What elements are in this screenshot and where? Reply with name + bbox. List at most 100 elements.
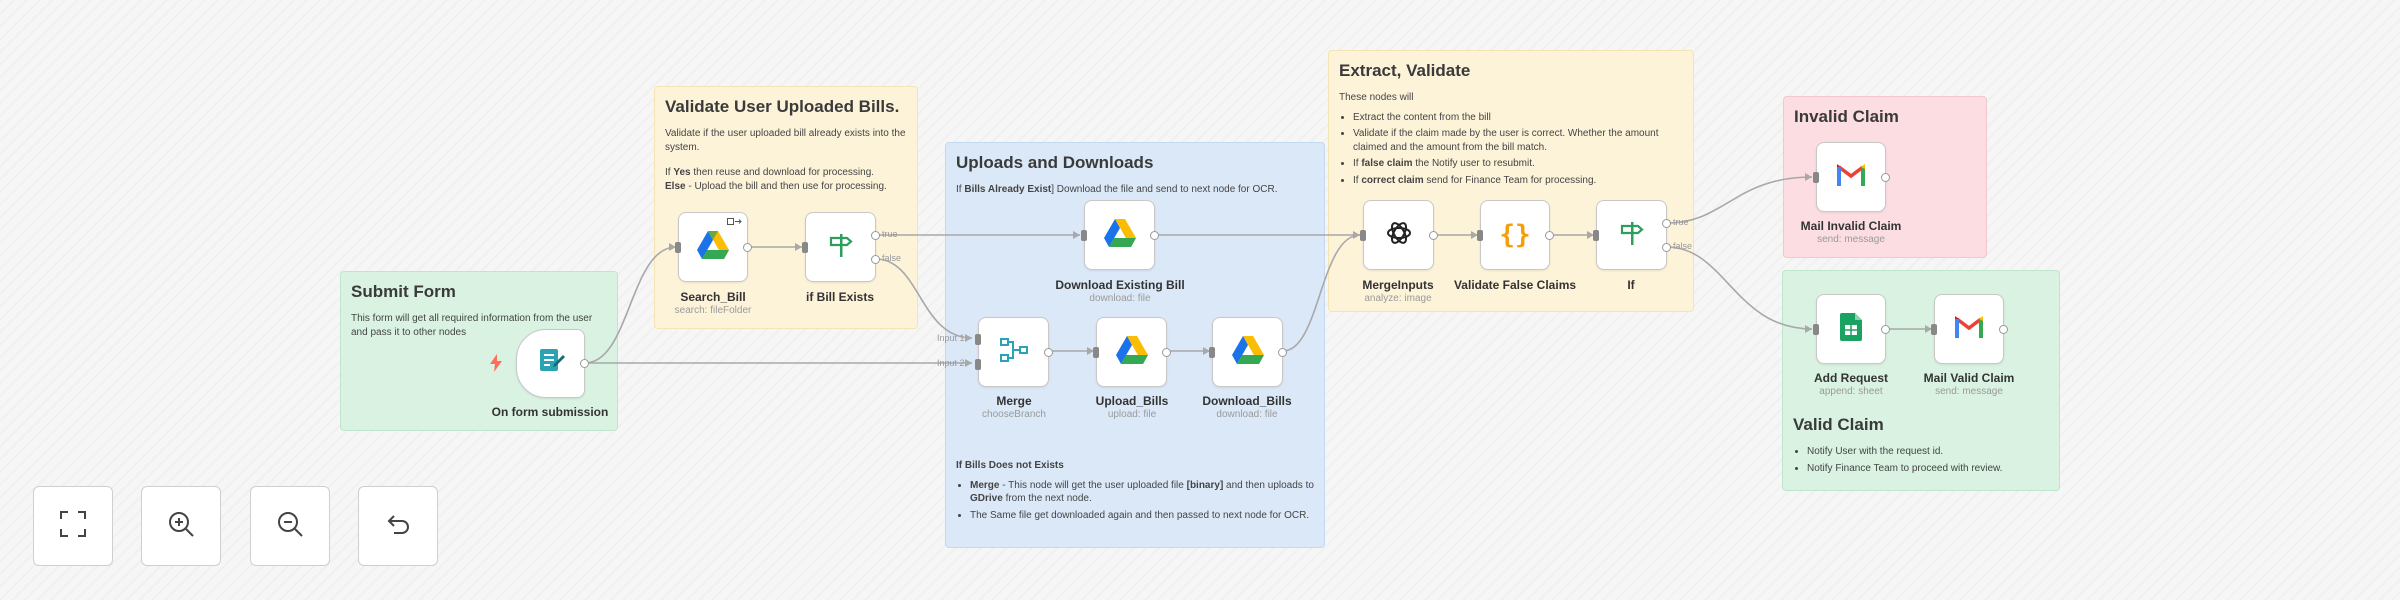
input-port[interactable] <box>1209 346 1215 358</box>
node-label: On form submission <box>491 405 609 419</box>
node-download-bills[interactable] <box>1209 317 1287 387</box>
node-subtitle: upload: file <box>1107 409 1157 420</box>
google-sheets-icon <box>1840 312 1862 346</box>
node-subtitle: chooseBranch <box>982 409 1046 420</box>
input-port[interactable] <box>1931 323 1937 335</box>
output-port[interactable] <box>1162 347 1171 357</box>
output-port[interactable] <box>1150 230 1159 240</box>
node-on-form-submission[interactable] <box>516 329 589 398</box>
node-download-existing-bill[interactable] <box>1081 200 1159 270</box>
note-body-2: If Yes then reuse and download for proce… <box>665 166 907 193</box>
node-validate-false-claims[interactable]: {} <box>1477 200 1554 270</box>
note-title: Valid Claim <box>1793 415 1884 434</box>
signpost-icon <box>1618 219 1646 252</box>
output-port[interactable] <box>1044 347 1053 357</box>
arrowhead <box>795 243 802 251</box>
output-port[interactable] <box>1881 324 1890 334</box>
zoom-in-button[interactable] <box>141 486 221 566</box>
input-port[interactable] <box>1093 346 1099 358</box>
output-port-true[interactable] <box>1662 219 1671 228</box>
node-label: If <box>1627 278 1635 292</box>
edge-label-false: false <box>882 253 902 263</box>
text-bold: Bills Already Exist <box>964 184 1052 195</box>
note-body: Validate if the user uploaded bill alrea… <box>665 128 906 153</box>
arrowhead <box>1587 231 1594 239</box>
node-mail-invalid-claim[interactable] <box>1813 142 1890 212</box>
fit-view-button[interactable] <box>33 486 113 566</box>
text: If <box>665 167 674 178</box>
node-add-request[interactable] <box>1813 294 1890 364</box>
input-port[interactable] <box>1813 323 1819 335</box>
arrowhead <box>669 243 676 251</box>
note-bottom: If Bills Does not Exists Merge - This no… <box>956 459 1316 525</box>
input-port-2[interactable] <box>975 359 981 370</box>
text: - This node will get the user uploaded f… <box>999 479 1187 491</box>
node-if[interactable] <box>1593 200 1671 270</box>
node-label: Download_Bills <box>1202 394 1292 408</box>
text: then reuse and download for processing. <box>690 167 875 178</box>
node-label: Mail Invalid Claim <box>1800 219 1902 233</box>
output-port[interactable] <box>1999 324 2008 334</box>
reset-zoom-button[interactable] <box>358 486 438 566</box>
text: If <box>956 184 965 195</box>
fullscreen-icon <box>59 510 87 543</box>
node-if-bill-exists[interactable] <box>802 212 880 282</box>
merge-icon <box>999 335 1029 370</box>
edge-label-false: false <box>1673 241 1693 251</box>
note-list-item: Notify Finance Team to proceed with revi… <box>1807 462 2002 476</box>
arrowhead <box>1805 173 1812 181</box>
edge-if-false-to-merge <box>875 258 973 339</box>
input-port[interactable] <box>1081 229 1087 241</box>
zoom-in-icon <box>166 509 196 544</box>
note-title: Invalid Claim <box>1794 107 1899 126</box>
gmail-icon <box>1955 315 1983 343</box>
input-port[interactable] <box>1360 229 1366 241</box>
text: ] Download the file and send to next nod… <box>1051 184 1278 195</box>
node-label: Upload_Bills <box>1095 394 1169 408</box>
node-upload-bills[interactable] <box>1093 317 1171 387</box>
edge-if-true-to-mail-invalid <box>1666 176 1813 224</box>
output-port-false[interactable] <box>871 255 880 264</box>
output-port[interactable] <box>1881 172 1890 182</box>
input-port[interactable] <box>1477 229 1483 241</box>
text-bold: Yes <box>673 167 691 178</box>
search-action-icon <box>727 215 743 233</box>
node-search-bill[interactable] <box>675 212 752 282</box>
input-port[interactable] <box>675 241 681 253</box>
note-list-item: The Same file get downloaded again and t… <box>970 509 1316 523</box>
node-mail-valid-claim[interactable] <box>1931 294 2008 364</box>
input-port[interactable] <box>1813 171 1819 183</box>
note-title: Extract, Validate <box>1339 61 1471 80</box>
node-label: MergeInputs <box>1362 278 1434 292</box>
signpost-icon <box>827 231 855 264</box>
input-port-1[interactable] <box>975 334 981 345</box>
output-port[interactable] <box>580 359 589 368</box>
text-bold: correct claim <box>1361 174 1424 186</box>
node-merge[interactable] <box>975 317 1053 387</box>
note-list: Extract the content from the bill Valida… <box>1339 111 1673 188</box>
output-port[interactable] <box>1545 230 1554 240</box>
note-list-item: If false claim the Notify user to resubm… <box>1353 157 1673 171</box>
google-drive-icon <box>1231 335 1264 369</box>
output-port-false[interactable] <box>1662 243 1671 252</box>
note-title: Validate User Uploaded Bills. <box>665 97 900 116</box>
text-bold: [binary] <box>1186 479 1224 491</box>
text: and then uploads to <box>1223 479 1314 491</box>
arrowhead <box>1805 325 1812 333</box>
output-port[interactable] <box>743 242 752 252</box>
note-line: If Bills Already Exist] Download the fil… <box>956 183 1314 197</box>
zoom-out-button[interactable] <box>250 486 330 566</box>
edge-label-true: true <box>1673 217 1689 227</box>
output-port[interactable] <box>1278 347 1287 357</box>
input-port[interactable] <box>1593 229 1599 241</box>
output-port[interactable] <box>1429 230 1438 240</box>
input-port[interactable] <box>802 241 808 253</box>
form-icon <box>536 346 566 381</box>
node-mergeinputs[interactable] <box>1360 200 1438 270</box>
text: If <box>1353 158 1362 169</box>
output-port-true[interactable] <box>871 231 880 240</box>
node-subtitle: send: message <box>1935 386 2003 397</box>
node-subtitle: download: file <box>1089 293 1151 304</box>
text: If <box>1353 174 1362 186</box>
